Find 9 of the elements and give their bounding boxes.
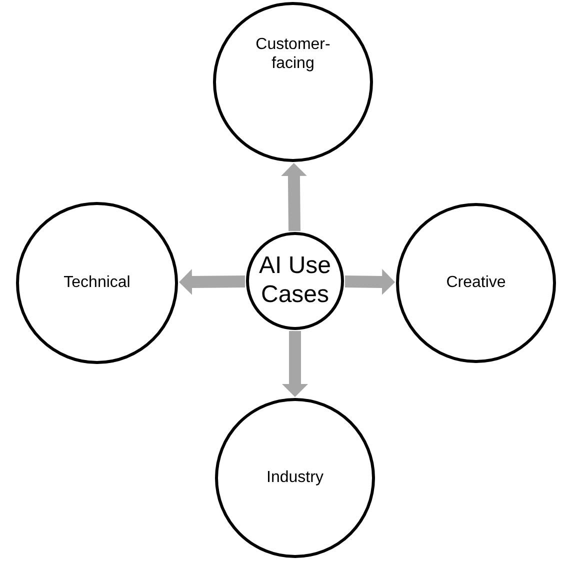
block-arrow <box>282 331 308 397</box>
block-arrow <box>344 268 395 295</box>
node-label: Customer-facing <box>254 35 332 74</box>
node-label: Technical <box>62 273 132 293</box>
block-arrow <box>179 269 246 296</box>
node-label: Industry <box>266 468 324 488</box>
node-label: AI Use Cases <box>258 252 332 310</box>
block-arrow <box>280 163 307 232</box>
node-label: Creative <box>445 273 507 293</box>
